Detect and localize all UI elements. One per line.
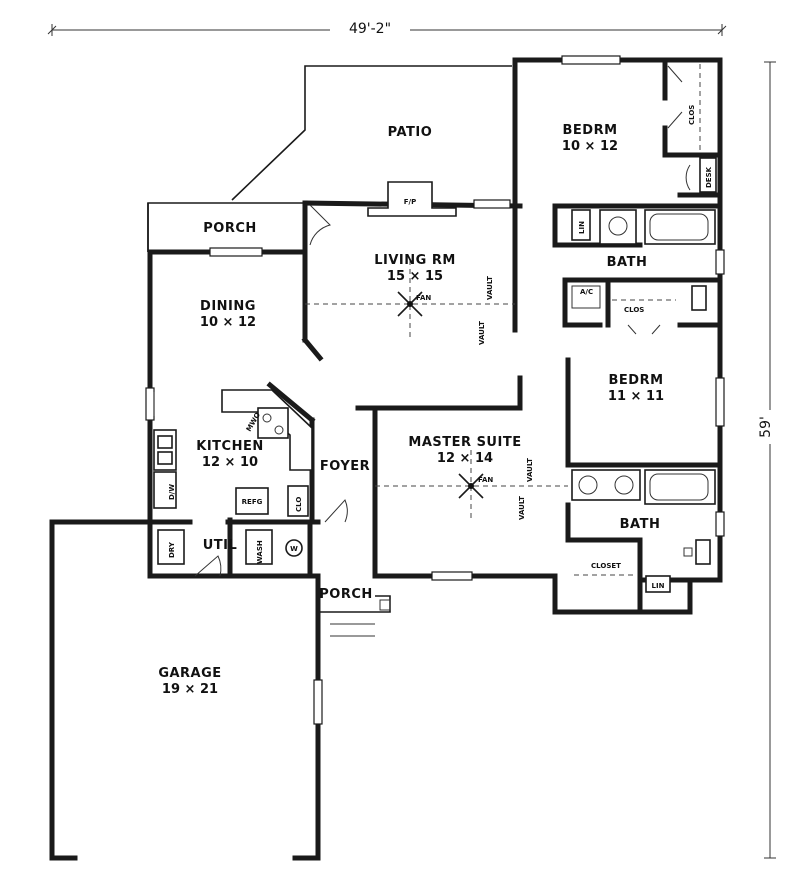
- water-heater-label: W: [290, 545, 298, 553]
- patio-outline: [231, 65, 512, 201]
- windows: [145, 55, 725, 725]
- room-name-bath-1: BATH: [607, 255, 648, 270]
- fan-label: FAN: [478, 476, 493, 484]
- bath-2-fixtures: CLOSET LIN: [571, 469, 716, 593]
- front-porch-outline: [318, 595, 391, 637]
- fan-label: FAN: [416, 294, 431, 302]
- hall-closet-label: CLOS: [624, 306, 644, 314]
- desk-label: DESK: [705, 166, 713, 188]
- vault-label: VAULT: [526, 458, 534, 482]
- linen-label: LIN: [652, 582, 665, 590]
- room-name-bedroom-2: BEDRM: [608, 373, 663, 388]
- vault-label: VAULT: [486, 276, 494, 300]
- room-name-bedroom-1: BEDRM: [562, 123, 617, 138]
- rear-porch-outline: [147, 202, 305, 252]
- overall-width-dimension: 49'-2": [47, 18, 727, 38]
- pantry-closet-label: CLO: [295, 497, 303, 512]
- room-size-bedroom-1: 10 × 12: [562, 139, 618, 154]
- overall-depth-label: 59': [758, 416, 774, 438]
- overall-depth-dimension: 59': [758, 61, 782, 859]
- utility-appliances: DRY WASH W: [157, 529, 303, 565]
- linen-label: LIN: [578, 221, 586, 234]
- vault-label: VAULT: [518, 496, 526, 520]
- room-name-living: LIVING RM: [374, 253, 456, 268]
- room-size-bedroom-2: 11 × 11: [608, 389, 664, 404]
- vault-label: VAULT: [478, 321, 486, 345]
- room-name-rear-porch: PORCH: [203, 221, 257, 236]
- exterior-walls: [49, 57, 723, 861]
- room-name-master: MASTER SUITE: [408, 435, 521, 450]
- overall-width-label: 49'-2": [349, 21, 391, 37]
- room-name-foyer: FOYER: [320, 459, 370, 474]
- bedroom-1-closet: CLOS DESK: [688, 64, 717, 193]
- room-size-dining: 10 × 12: [200, 315, 256, 330]
- room-size-kitchen: 12 × 10: [202, 455, 258, 470]
- room-size-garage: 19 × 21: [162, 682, 218, 697]
- room-name-front-porch: PORCH: [319, 587, 373, 602]
- refrigerator-label: REFG: [242, 498, 263, 506]
- room-size-living: 15 × 15: [387, 269, 443, 284]
- room-size-master: 12 × 14: [437, 451, 493, 466]
- washer-label: WASH: [256, 540, 264, 564]
- bath-1-fixtures: LIN A/C CLOS: [571, 209, 716, 314]
- doors: [194, 65, 691, 577]
- dryer-label: DRY: [168, 541, 176, 558]
- master-ceiling-fan: FAN VAULT VAULT: [375, 450, 568, 520]
- fireplace: F/P: [367, 181, 457, 217]
- room-name-bath-2: BATH: [620, 517, 661, 532]
- master-closet-label: CLOSET: [591, 562, 621, 570]
- room-name-kitchen: KITCHEN: [196, 439, 263, 454]
- room-name-util: UTIL: [203, 538, 238, 553]
- closet-label: CLOS: [688, 105, 696, 125]
- ac-label: A/C: [580, 288, 593, 296]
- kitchen-cabinets: MWO D/W REFG CLO: [153, 389, 313, 517]
- fireplace-label: F/P: [404, 198, 416, 206]
- room-name-patio: PATIO: [388, 125, 433, 140]
- room-labels: PATIO PORCH LIVING RM 15 × 15 DINING 10 …: [158, 123, 664, 697]
- room-name-dining: DINING: [200, 299, 256, 314]
- room-name-garage: GARAGE: [158, 666, 221, 681]
- living-ceiling-fan: FAN VAULT VAULT: [305, 260, 515, 345]
- dishwasher-label: D/W: [168, 484, 176, 500]
